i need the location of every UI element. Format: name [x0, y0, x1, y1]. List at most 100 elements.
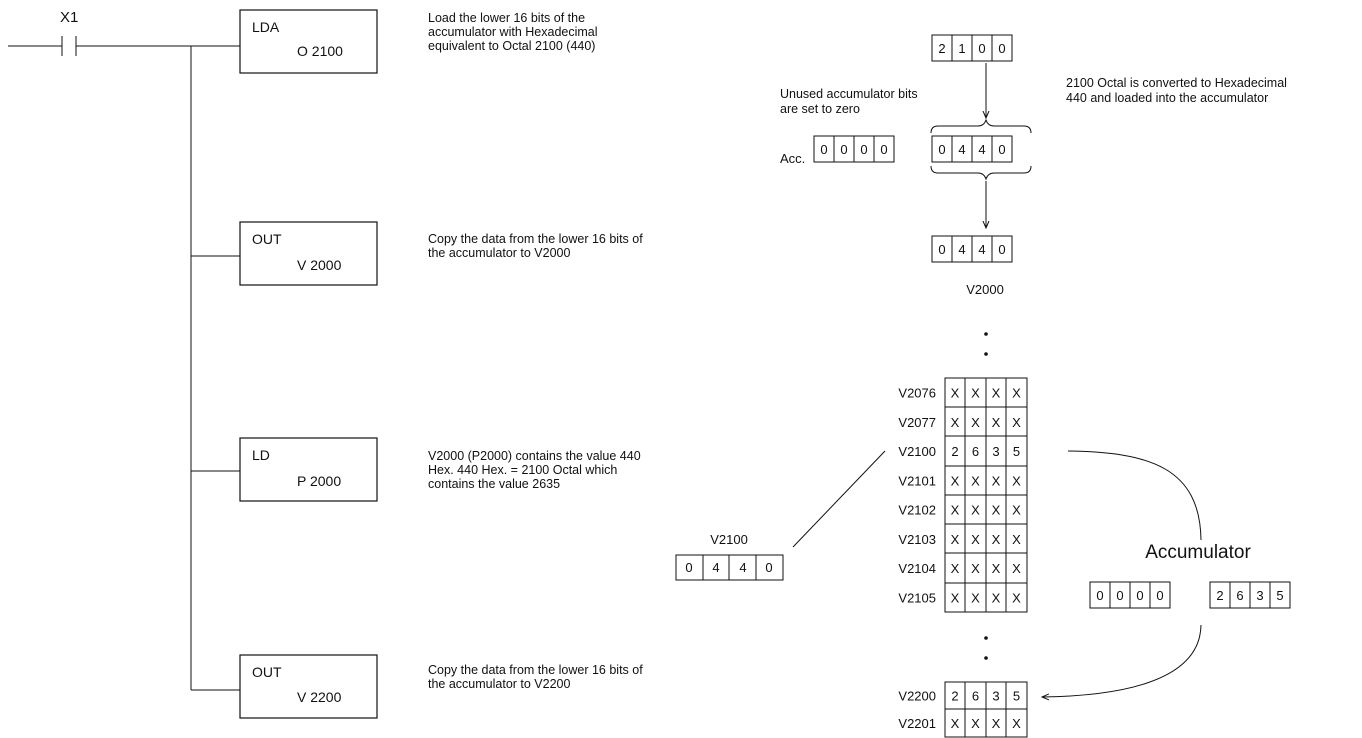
rung-3: LD P 2000 — [239, 437, 378, 502]
description-line: V2000 (P2000) contains the value 440 — [428, 449, 641, 463]
memory-digit: 6 — [972, 689, 979, 704]
rung-2: OUT V 2000 — [239, 221, 378, 286]
instruction-box — [239, 654, 378, 719]
description-line: accumulator with Hexadecimal — [428, 25, 598, 39]
acc-digit: 2 — [1216, 588, 1223, 603]
memory-digit: X — [1012, 415, 1021, 430]
memory-grid-lines — [945, 378, 1027, 612]
memory-address: V2102 — [898, 503, 936, 518]
memory-digit: X — [1012, 716, 1021, 731]
octal-digit: 1 — [958, 41, 965, 56]
memory-address: V2077 — [898, 415, 936, 430]
acc-digit: 0 — [998, 142, 1005, 157]
acc-digit: 0 — [1116, 588, 1123, 603]
acc-digit: 0 — [840, 142, 847, 157]
memory-digit: X — [1012, 386, 1021, 401]
octal-digit: 0 — [998, 41, 1005, 56]
memory-digit: X — [1012, 532, 1021, 547]
accumulator-upper-word: 0 0 0 0 — [813, 135, 895, 163]
memory-digit: X — [992, 503, 1001, 518]
note-line: are set to zero — [780, 102, 860, 116]
memory-digit: 3 — [992, 444, 999, 459]
memory-digit: X — [951, 503, 960, 518]
accumulator-lower-word-2: 2 6 3 5 — [1209, 581, 1291, 609]
pointer-line — [792, 450, 886, 548]
note-line: 440 and loaded into the accumulator — [1066, 91, 1268, 105]
memory-digit: X — [951, 716, 960, 731]
description-line: Copy the data from the lower 16 bits of — [428, 232, 643, 246]
memory-address: V2076 — [898, 386, 936, 401]
load-curve — [1067, 450, 1202, 541]
rung-1: LDA O 2100 — [239, 9, 378, 74]
memory-digit: X — [992, 386, 1001, 401]
description-line: Load the lower 16 bits of the — [428, 11, 585, 25]
acc-digit: 0 — [1156, 588, 1163, 603]
octal-digit: 2 — [938, 41, 945, 56]
acc-digit: 0 — [820, 142, 827, 157]
v2000-digit: 0 — [938, 242, 945, 257]
memory-digit: X — [992, 561, 1001, 576]
memory-digit: X — [1012, 473, 1021, 488]
memory-digit: X — [971, 503, 980, 518]
memory-digit: X — [951, 473, 960, 488]
accumulator-upper-word-2: 0 0 0 0 — [1089, 581, 1171, 609]
acc-digit: 0 — [880, 142, 887, 157]
instruction-operand: V 2000 — [297, 257, 342, 273]
conversion-note: 2100 Octal is converted to Hexadecimal 4… — [1066, 76, 1287, 105]
ladder-wiring — [8, 36, 240, 691]
memory-digit: X — [971, 532, 980, 547]
acc-digit: 4 — [958, 142, 965, 157]
acc-digit: 0 — [1096, 588, 1103, 603]
pointer-register: 0 4 4 0 — [675, 554, 784, 581]
v2000-digit: 0 — [998, 242, 1005, 257]
description-line: equivalent to Octal 2100 (440) — [428, 39, 595, 53]
note-line: 2100 Octal is converted to Hexadecimal — [1066, 76, 1287, 90]
instruction-box — [239, 9, 378, 74]
memory-digit: X — [971, 386, 980, 401]
octal-value-register: 2 1 0 0 — [931, 34, 1013, 62]
v2000-digit: 4 — [978, 242, 985, 257]
memory-digit: X — [951, 561, 960, 576]
lower-brace — [930, 165, 1032, 181]
pointer-label: V2100 — [710, 532, 748, 547]
memory-digit: X — [992, 473, 1001, 488]
v2000-label: V2000 — [966, 282, 1004, 297]
memory-digit: 5 — [1013, 444, 1020, 459]
v2000-digit: 4 — [958, 242, 965, 257]
memory-digit: X — [1012, 503, 1021, 518]
acc-digit: 6 — [1236, 588, 1243, 603]
memory-address: V2200 — [898, 689, 936, 704]
memory-digit: X — [1012, 561, 1021, 576]
store-curve — [1042, 624, 1202, 697]
pointer-digit: 0 — [685, 560, 692, 575]
memory-digit: X — [951, 590, 960, 605]
ellipsis-dots — [984, 332, 988, 660]
memory-digit: X — [971, 561, 980, 576]
instruction-opcode: OUT — [252, 664, 282, 680]
rung-4-description: Copy the data from the lower 16 bits of … — [428, 663, 643, 691]
memory-digit: X — [971, 716, 980, 731]
memory-digit: X — [951, 415, 960, 430]
memory-digit: 5 — [1013, 689, 1020, 704]
memory-digit: 2 — [951, 689, 958, 704]
description-line: the accumulator to V2000 — [428, 246, 570, 260]
memory-digit: X — [971, 415, 980, 430]
memory-digit: X — [992, 590, 1001, 605]
instruction-box — [239, 437, 378, 502]
instruction-opcode: LD — [252, 447, 270, 463]
acc-digit: 0 — [1136, 588, 1143, 603]
rung-1-description: Load the lower 16 bits of the accumulato… — [428, 11, 598, 53]
unused-bits-note: Unused accumulator bits are set to zero — [780, 87, 918, 116]
memory-address: V2105 — [898, 590, 936, 605]
pointer-digit: 0 — [765, 560, 772, 575]
memory-digit: X — [951, 532, 960, 547]
memory-digit: X — [951, 386, 960, 401]
memory-digit: 2 — [951, 444, 958, 459]
memory-digit: X — [971, 473, 980, 488]
pointer-digit: 4 — [712, 560, 719, 575]
instruction-operand: P 2000 — [297, 473, 341, 489]
memory-digit: X — [992, 415, 1001, 430]
